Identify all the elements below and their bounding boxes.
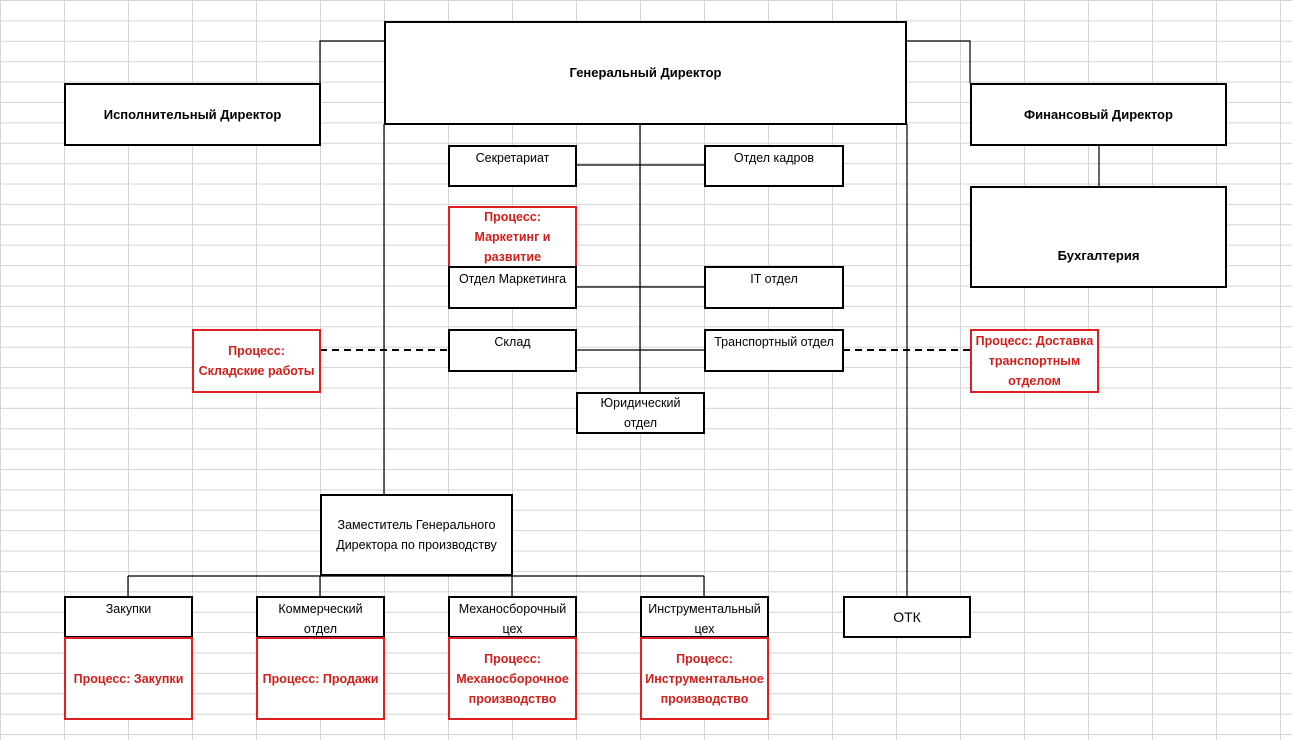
executive-director-box: Исполнительный Директор xyxy=(64,83,321,146)
assembly-process-label: Процесс: Механосборочное производство xyxy=(456,651,569,706)
qc-label: ОТК xyxy=(893,609,921,625)
tool-shop-box: Инструментальный цех xyxy=(640,596,769,638)
qc-box: ОТК xyxy=(843,596,971,638)
marketing-process-label: Процесс: Маркетинг и развитие xyxy=(474,210,551,264)
commercial-department-label: Коммерческий отдел xyxy=(278,602,363,636)
assembly-shop-label: Механосборочный цех xyxy=(458,602,567,636)
it-department-label: IT отдел xyxy=(750,272,798,286)
warehouse-process-label: Процесс: Складские работы xyxy=(198,344,315,378)
tool-process-box: Процесс: Инструментальное производство xyxy=(640,637,769,720)
marketing-process-box: Процесс: Маркетинг и развитие xyxy=(448,206,577,268)
connector-gd-financial xyxy=(907,40,971,83)
financial-director-box: Финансовый Директор xyxy=(970,83,1227,146)
transport-process-label: Процесс: Доставка транспортным отделом xyxy=(975,334,1094,388)
connector-gd-executive xyxy=(319,40,384,83)
tool-shop-label: Инструментальный цех xyxy=(648,602,761,636)
purchasing-box: Закупки xyxy=(64,596,193,638)
accounting-box: Бухгалтерия xyxy=(970,186,1227,288)
legal-department-label: Юридический отдел xyxy=(600,396,681,430)
transport-department-box: Транспортный отдел xyxy=(704,329,844,372)
purchasing-process-box: Процесс: Закупки xyxy=(64,637,193,720)
warehouse-box: Склад xyxy=(448,329,577,372)
marketing-department-label: Отдел Маркетинга xyxy=(458,272,567,286)
sales-process-box: Процесс: Продажи xyxy=(256,637,385,720)
sales-process-label: Процесс: Продажи xyxy=(262,671,379,686)
general-director-box: Генеральный Директор xyxy=(384,21,907,125)
transport-process-box: Процесс: Доставка транспортным отделом xyxy=(970,329,1099,393)
hr-department-label: Отдел кадров xyxy=(733,151,815,165)
general-director-label: Генеральный Директор xyxy=(569,65,722,80)
hr-department-box: Отдел кадров xyxy=(704,145,844,187)
warehouse-process-box: Процесс: Складские работы xyxy=(192,329,321,393)
marketing-department-box: Отдел Маркетинга xyxy=(448,266,577,309)
purchasing-label: Закупки xyxy=(105,602,152,616)
transport-department-label: Транспортный отдел xyxy=(714,335,834,349)
purchasing-process-label: Процесс: Закупки xyxy=(73,671,184,686)
it-department-box: IT отдел xyxy=(704,266,844,309)
secretariat-label: Секретариат xyxy=(475,151,550,165)
warehouse-label: Склад xyxy=(494,335,531,349)
assembly-process-box: Процесс: Механосборочное производство xyxy=(448,637,577,720)
financial-director-label: Финансовый Директор xyxy=(1024,106,1173,122)
legal-department-box: Юридический отдел xyxy=(576,392,705,434)
tool-process-label: Процесс: Инструментальное производство xyxy=(645,651,764,706)
deputy-director-label: Заместитель Генерального Директора по пр… xyxy=(336,518,497,552)
assembly-shop-box: Механосборочный цех xyxy=(448,596,577,638)
accounting-label: Бухгалтерия xyxy=(1057,248,1140,263)
executive-director-label: Исполнительный Директор xyxy=(103,106,282,122)
secretariat-box: Секретариат xyxy=(448,145,577,187)
commercial-department-box: Коммерческий отдел xyxy=(256,596,385,638)
deputy-director-box: Заместитель Генерального Директора по пр… xyxy=(320,494,513,576)
